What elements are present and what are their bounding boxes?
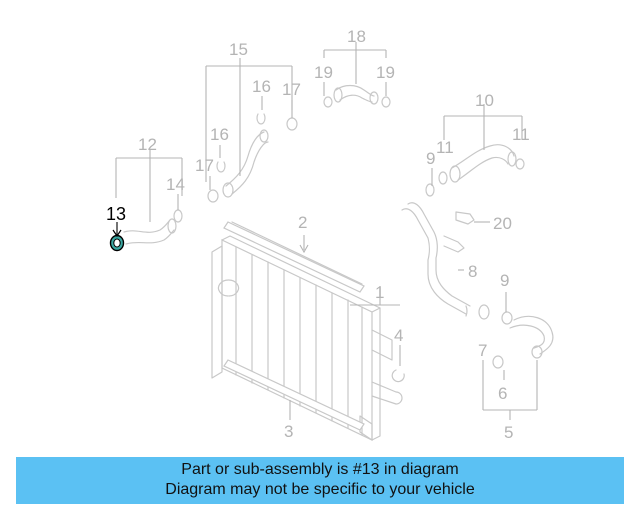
clamp-part-16 (216, 113, 266, 173)
clamp-part-4 (391, 369, 405, 383)
hose-part-12 (123, 209, 183, 245)
banner-line-1: Part or sub-assembly is #13 in diagram (181, 461, 459, 478)
callout-11a: 11 (436, 138, 454, 157)
trim-strip-part-2 (223, 221, 365, 293)
callout-9a: 9 (426, 149, 435, 168)
hose-part-18 (323, 84, 391, 108)
parts-diagram: 1 2 3 4 5 6 7 8 9 9 10 11 11 12 13 14 15… (106, 27, 554, 442)
callout-7: 7 (478, 341, 487, 360)
callout-14: 14 (166, 175, 185, 194)
callout-16a: 16 (210, 125, 229, 144)
hose-part-10 (425, 144, 525, 197)
intercooler-part-1 (211, 235, 403, 441)
info-banner: Part or sub-assembly is #13 in diagram D… (16, 457, 624, 504)
callout-4: 4 (394, 326, 403, 345)
callout-19a: 19 (314, 63, 333, 82)
leader-lines (112, 42, 538, 420)
callout-11b: 11 (512, 125, 530, 144)
callout-15: 15 (229, 40, 248, 59)
callout-labels: 1 2 3 4 5 6 7 8 9 9 10 11 11 12 13 14 15… (106, 27, 530, 442)
callout-3: 3 (284, 422, 293, 441)
callout-17b: 17 (282, 80, 301, 99)
oring-part-7 (478, 304, 504, 369)
trim-strip-part-3 (223, 359, 365, 431)
callout-8: 8 (468, 262, 477, 281)
callout-18: 18 (347, 27, 366, 46)
callout-20: 20 (493, 214, 512, 233)
callout-6: 6 (498, 384, 507, 403)
callout-1: 1 (375, 283, 384, 302)
callout-19b: 19 (376, 63, 395, 82)
callout-16b: 16 (252, 77, 271, 96)
callout-10: 10 (475, 91, 494, 110)
hose-part-5 (501, 311, 554, 359)
callout-9b: 9 (500, 271, 509, 290)
callout-2: 2 (298, 213, 307, 232)
charge-pipe-part-8 (401, 202, 471, 317)
callout-13: 13 (106, 204, 126, 224)
callout-5: 5 (504, 423, 513, 442)
oring-part-13-highlight (109, 234, 125, 252)
sensor-part-20 (455, 211, 475, 225)
callout-17a: 17 (195, 156, 214, 175)
callout-12: 12 (138, 135, 157, 154)
banner-line-2: Diagram may not be specific to your vehi… (165, 481, 475, 498)
